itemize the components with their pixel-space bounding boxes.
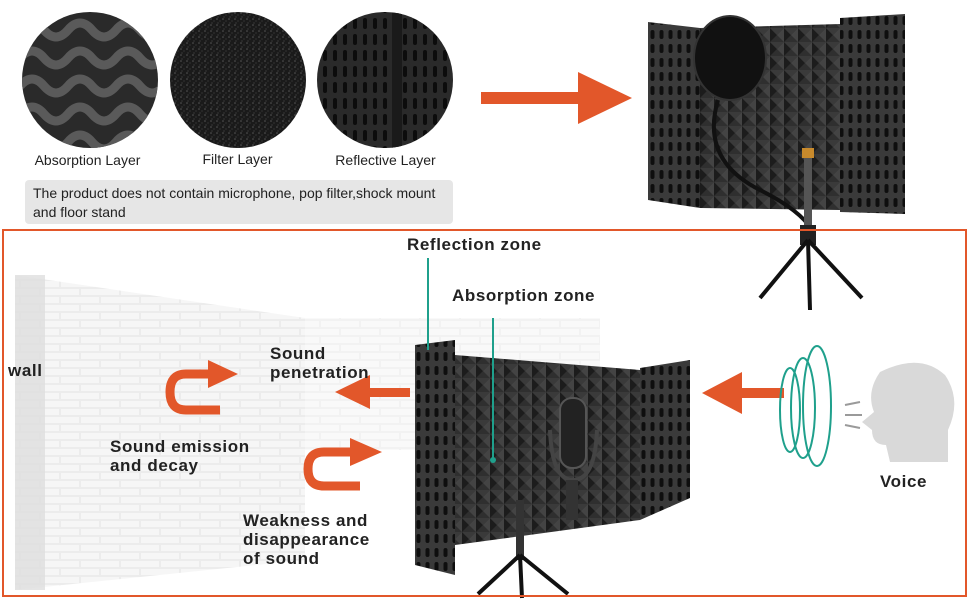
microphone-icon	[548, 397, 599, 520]
weakness-label: Weakness and disappearance of sound	[243, 511, 370, 568]
sound-penetration-line-1: Sound	[270, 344, 326, 363]
wave-foam-icon	[22, 12, 158, 148]
sound-penetration-label: Sound penetration	[270, 344, 369, 382]
weakness-line-1: Weakness and	[243, 511, 368, 530]
sound-emission-line-2: and decay	[110, 456, 199, 475]
tripod-icon	[476, 500, 570, 599]
u-turn-arrow-icon	[165, 360, 238, 415]
perforated-metal-icon	[317, 12, 453, 148]
human-head-icon	[844, 362, 955, 462]
booth-diagram-image	[415, 340, 690, 575]
absorption-zone-label: Absorption zone	[452, 286, 596, 305]
booth-product-image	[648, 14, 905, 232]
diagram-frame	[2, 229, 967, 597]
reflection-zone-label: Reflection zone	[407, 235, 542, 254]
absorption-layer-label: Absorption Layer	[34, 152, 141, 168]
reflective-layer-label: Reflective Layer	[335, 152, 436, 168]
disclaimer-note: The product does not contain microphone,…	[25, 180, 453, 224]
weakness-line-2: disappearance	[243, 530, 370, 549]
sound-emission-label: Sound emission and decay	[110, 437, 250, 475]
weakness-line-3: of sound	[243, 549, 320, 568]
absorption-zone-dot	[490, 457, 496, 463]
filter-foam-icon	[170, 12, 306, 148]
arrow-right-icon	[481, 72, 632, 124]
sound-penetration-line-2: penetration	[270, 363, 370, 382]
sound-wave-icon	[779, 345, 832, 467]
wall-label: wall	[8, 361, 43, 380]
arrow-left-icon	[335, 375, 410, 409]
u-turn-arrow-icon	[303, 438, 382, 491]
filter-layer-label: Filter Layer	[202, 151, 273, 167]
sound-emission-line-1: Sound emission	[110, 437, 250, 456]
voice-label: Voice	[880, 472, 928, 491]
arrow-left-icon	[702, 372, 784, 414]
